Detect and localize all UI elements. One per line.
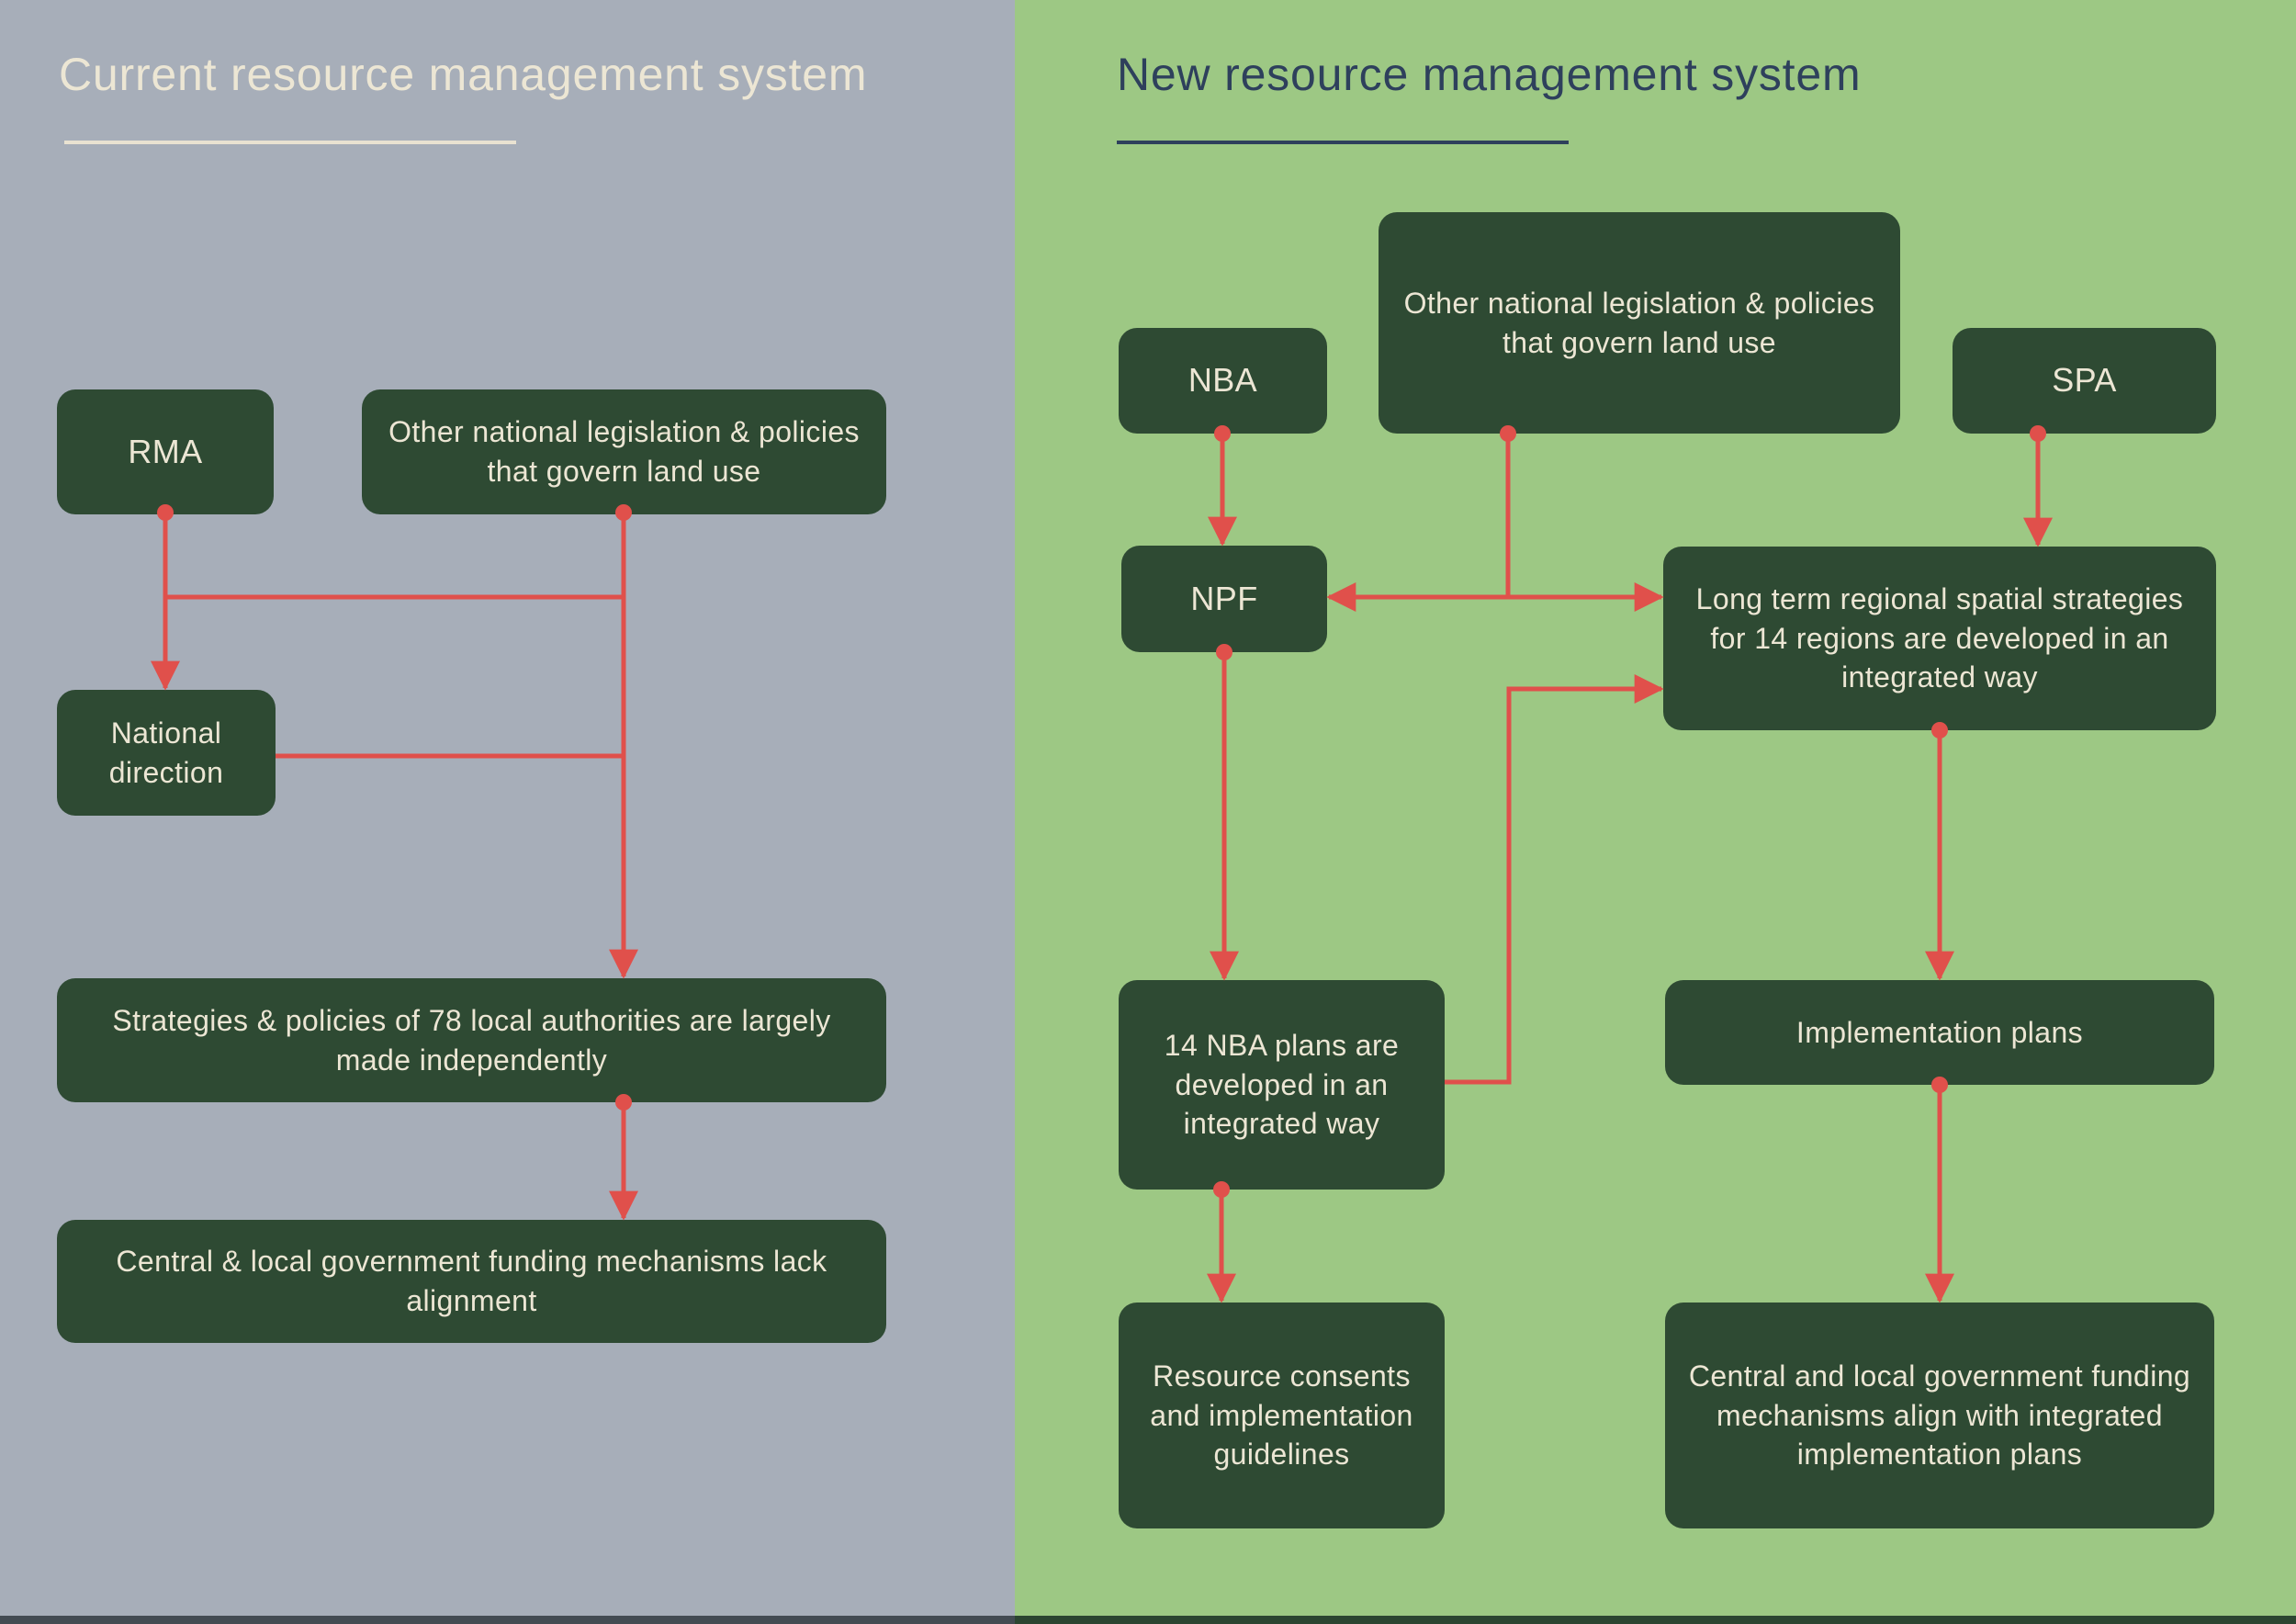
current-system-title: Current resource management system bbox=[59, 49, 868, 100]
node-spa: SPA bbox=[1953, 328, 2216, 434]
node-funding-mechanisms-align: Central and local government funding mec… bbox=[1665, 1303, 2214, 1528]
node-npf: NPF bbox=[1121, 546, 1327, 652]
node-rma: RMA bbox=[57, 389, 274, 514]
new-title-underline bbox=[1117, 141, 1569, 144]
node-other-legislation-current: Other national legislation & policies th… bbox=[362, 389, 886, 514]
node-strategies-78-authorities: Strategies & policies of 78 local author… bbox=[57, 978, 886, 1102]
new-system-title: New resource management system bbox=[1117, 49, 1862, 100]
node-national-direction: National direction bbox=[57, 690, 276, 816]
bottom-edge-strip-right bbox=[1015, 1616, 2296, 1624]
node-long-term-spatial-strategies: Long term regional spatial strategies fo… bbox=[1663, 547, 2216, 730]
bottom-edge-strip-left bbox=[0, 1616, 1015, 1624]
node-14-nba-plans: 14 NBA plans are developed in an integra… bbox=[1119, 980, 1445, 1190]
node-funding-lack-alignment: Central & local government funding mecha… bbox=[57, 1220, 886, 1343]
node-other-legislation-new: Other national legislation & policies th… bbox=[1379, 212, 1900, 434]
node-implementation-plans: Implementation plans bbox=[1665, 980, 2214, 1085]
node-resource-consents: Resource consents and implementation gui… bbox=[1119, 1303, 1445, 1528]
current-title-underline bbox=[64, 141, 516, 144]
node-nba: NBA bbox=[1119, 328, 1327, 434]
